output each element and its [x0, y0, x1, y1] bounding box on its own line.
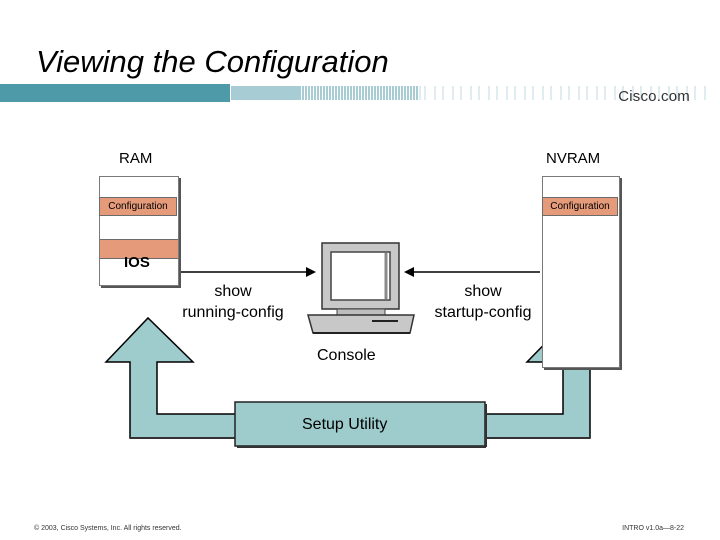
copyright-footer: © 2003, Cisco Systems, Inc. All rights r… [34, 525, 182, 532]
nvram-config-block: Configuration [542, 197, 618, 216]
show-startup-config-label: show startup-config [434, 283, 532, 321]
computer-icon [307, 242, 415, 334]
ram-box [99, 176, 179, 286]
cisco-logo: Cisco.com [618, 88, 690, 105]
ram-config-block: Configuration [99, 197, 177, 216]
title-rule [0, 84, 706, 102]
show-running-config-label: show running-config [182, 283, 284, 321]
ios-label: IOS [124, 254, 150, 271]
slide-title: Viewing the Configuration [36, 44, 389, 79]
ios-bar [100, 239, 178, 259]
running-config-arrow [180, 267, 316, 277]
ram-label: RAM [119, 150, 153, 167]
setup-utility-label: Setup Utility [302, 416, 388, 433]
console-label: Console [317, 347, 376, 364]
nvram-label: NVRAM [546, 150, 601, 167]
setup-utility-box [234, 401, 486, 447]
startup-config-arrow [404, 267, 540, 277]
slide-number-footer: INTRO v1.0a—8-22 [622, 525, 684, 532]
